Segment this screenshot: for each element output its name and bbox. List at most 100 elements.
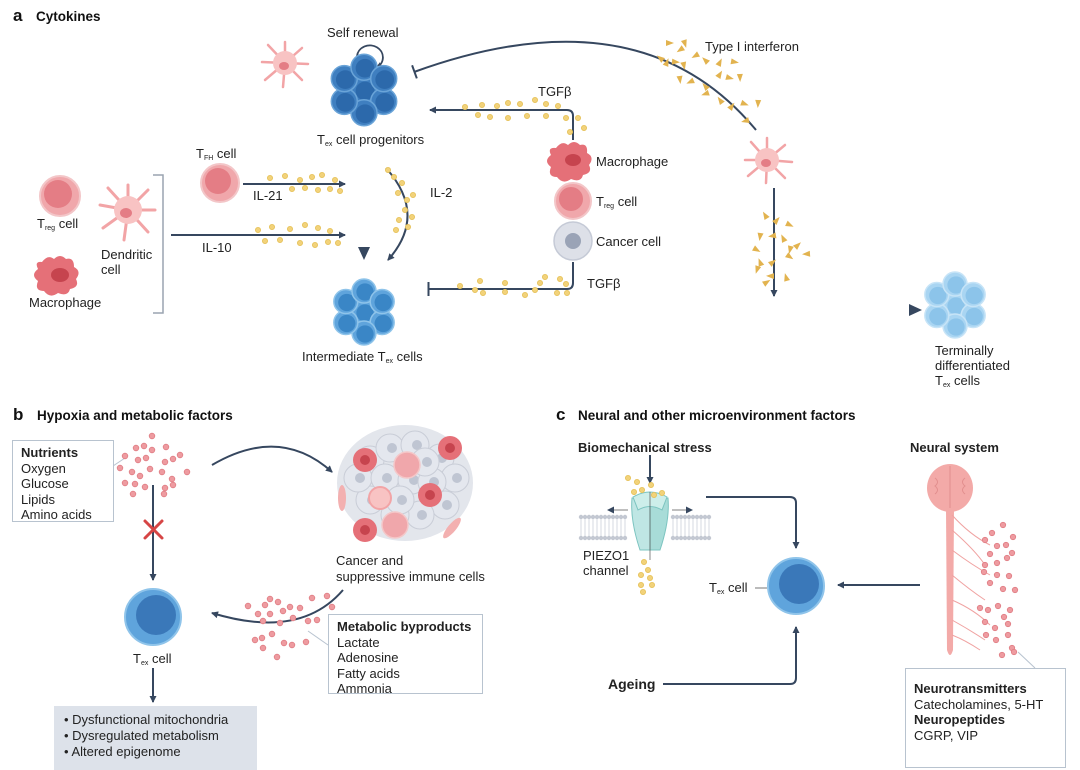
particle <box>980 568 988 576</box>
cluster-cell-nucleus <box>947 318 965 336</box>
ifn-particle <box>702 82 710 91</box>
particle <box>651 491 658 498</box>
lipid-head <box>594 514 600 520</box>
ifn-particle <box>785 252 794 260</box>
particle <box>581 125 588 132</box>
particle <box>986 550 994 558</box>
nutrient-item: Amino acids <box>21 507 92 522</box>
lipid-head <box>598 514 604 520</box>
particle <box>537 279 544 286</box>
neurotransmitters-text: Catecholamines, 5-HT <box>914 696 1044 712</box>
tumor-label-1: Cancer and <box>336 553 404 568</box>
lipid-head <box>702 514 708 520</box>
tumor-macrophage-nucleus <box>445 443 455 453</box>
particle <box>288 185 295 192</box>
particle <box>557 275 564 282</box>
particle <box>1004 620 1012 628</box>
ifn-particle <box>680 39 687 48</box>
macrophage-left-label: Macrophage <box>29 295 102 310</box>
tfh-cell-icon <box>200 163 240 203</box>
byproducts-heading: Metabolic byproducts <box>337 619 472 634</box>
tgfb-top-label: TGFβ <box>538 84 572 99</box>
tex-terminal-cluster <box>924 271 986 339</box>
treg-mid-label: Treg cell <box>596 194 638 210</box>
particle <box>409 191 416 198</box>
ifn-particle <box>715 70 723 79</box>
particle <box>336 187 343 194</box>
tex-cell-b-label: Tex cell <box>133 651 172 667</box>
tumor-cancer-nucleus <box>442 500 452 510</box>
panel-c-title: Neural and other microenvironment factor… <box>578 408 856 423</box>
tumor-treg <box>381 511 409 539</box>
source-bracket <box>153 174 164 314</box>
dendritic-cell-icon <box>98 183 157 242</box>
cluster-cell-nucleus <box>947 276 965 294</box>
cluster-cell-nucleus <box>335 70 355 89</box>
ifn-particle <box>785 220 794 227</box>
ifn-particle <box>701 89 710 96</box>
lipid-head <box>698 535 704 541</box>
particle <box>129 490 137 498</box>
particle <box>993 559 1001 567</box>
particle <box>403 196 410 203</box>
treg-cell-icon <box>39 175 81 217</box>
particle <box>1011 586 1019 594</box>
cluster-cell-nucleus <box>374 293 392 312</box>
particle <box>161 484 169 492</box>
particle <box>555 103 562 110</box>
lipid-head <box>578 514 584 520</box>
particle <box>318 171 325 178</box>
particle <box>131 480 139 488</box>
lipid-head <box>590 535 596 541</box>
lipid-head <box>678 535 684 541</box>
lipid-head <box>622 514 628 520</box>
particle <box>261 237 268 244</box>
particle <box>461 104 468 111</box>
particle <box>266 595 274 603</box>
particle <box>493 103 500 110</box>
particle <box>268 630 276 638</box>
byproducts-box: Metabolic byproducts Lactate Adenosine F… <box>328 614 483 696</box>
particle <box>169 455 177 463</box>
particle <box>563 115 570 122</box>
lipid-head <box>582 535 588 541</box>
tumor-macrophage-nucleus <box>360 525 370 535</box>
ifn-particle <box>656 55 665 63</box>
particle <box>988 529 996 537</box>
panel-a-letter: a <box>13 6 23 25</box>
ifn-particle <box>680 61 687 70</box>
tumor-cancer-nucleus <box>355 473 365 483</box>
particle <box>1000 613 1008 621</box>
terminal-label-2: differentiated <box>935 358 1010 373</box>
lipid-head <box>602 514 608 520</box>
lipid-head <box>698 514 704 520</box>
cluster-cell-nucleus <box>356 304 374 322</box>
tumor-cancer-nucleus <box>422 457 432 467</box>
nerve-fiber <box>951 549 991 576</box>
lipid-head <box>602 535 608 541</box>
particle <box>625 474 632 481</box>
particle <box>254 610 262 618</box>
particle <box>116 464 124 472</box>
lipid-head <box>578 535 584 541</box>
il10-label: IL-10 <box>202 240 232 255</box>
particle <box>501 288 508 295</box>
piezo-label-1: PIEZO1 <box>583 548 630 563</box>
byproduct-item: Adenosine <box>337 650 399 665</box>
particle <box>543 113 550 120</box>
cluster-cell-nucleus <box>355 104 375 124</box>
piezo1-channel-icon <box>607 491 693 560</box>
particle <box>524 113 531 120</box>
ifn-particle <box>793 242 801 250</box>
particle <box>504 115 511 122</box>
particle <box>141 483 149 491</box>
cluster-cell-nucleus <box>375 70 395 89</box>
particle <box>640 589 647 596</box>
tumor-cancer-nucleus <box>412 440 422 450</box>
ifn-particle <box>755 99 762 108</box>
particle <box>981 536 989 544</box>
lipid-head <box>586 514 592 520</box>
neurotransmitters-heading: Neurotransmitters <box>914 681 1027 696</box>
particle <box>121 479 129 487</box>
particle <box>991 624 999 632</box>
